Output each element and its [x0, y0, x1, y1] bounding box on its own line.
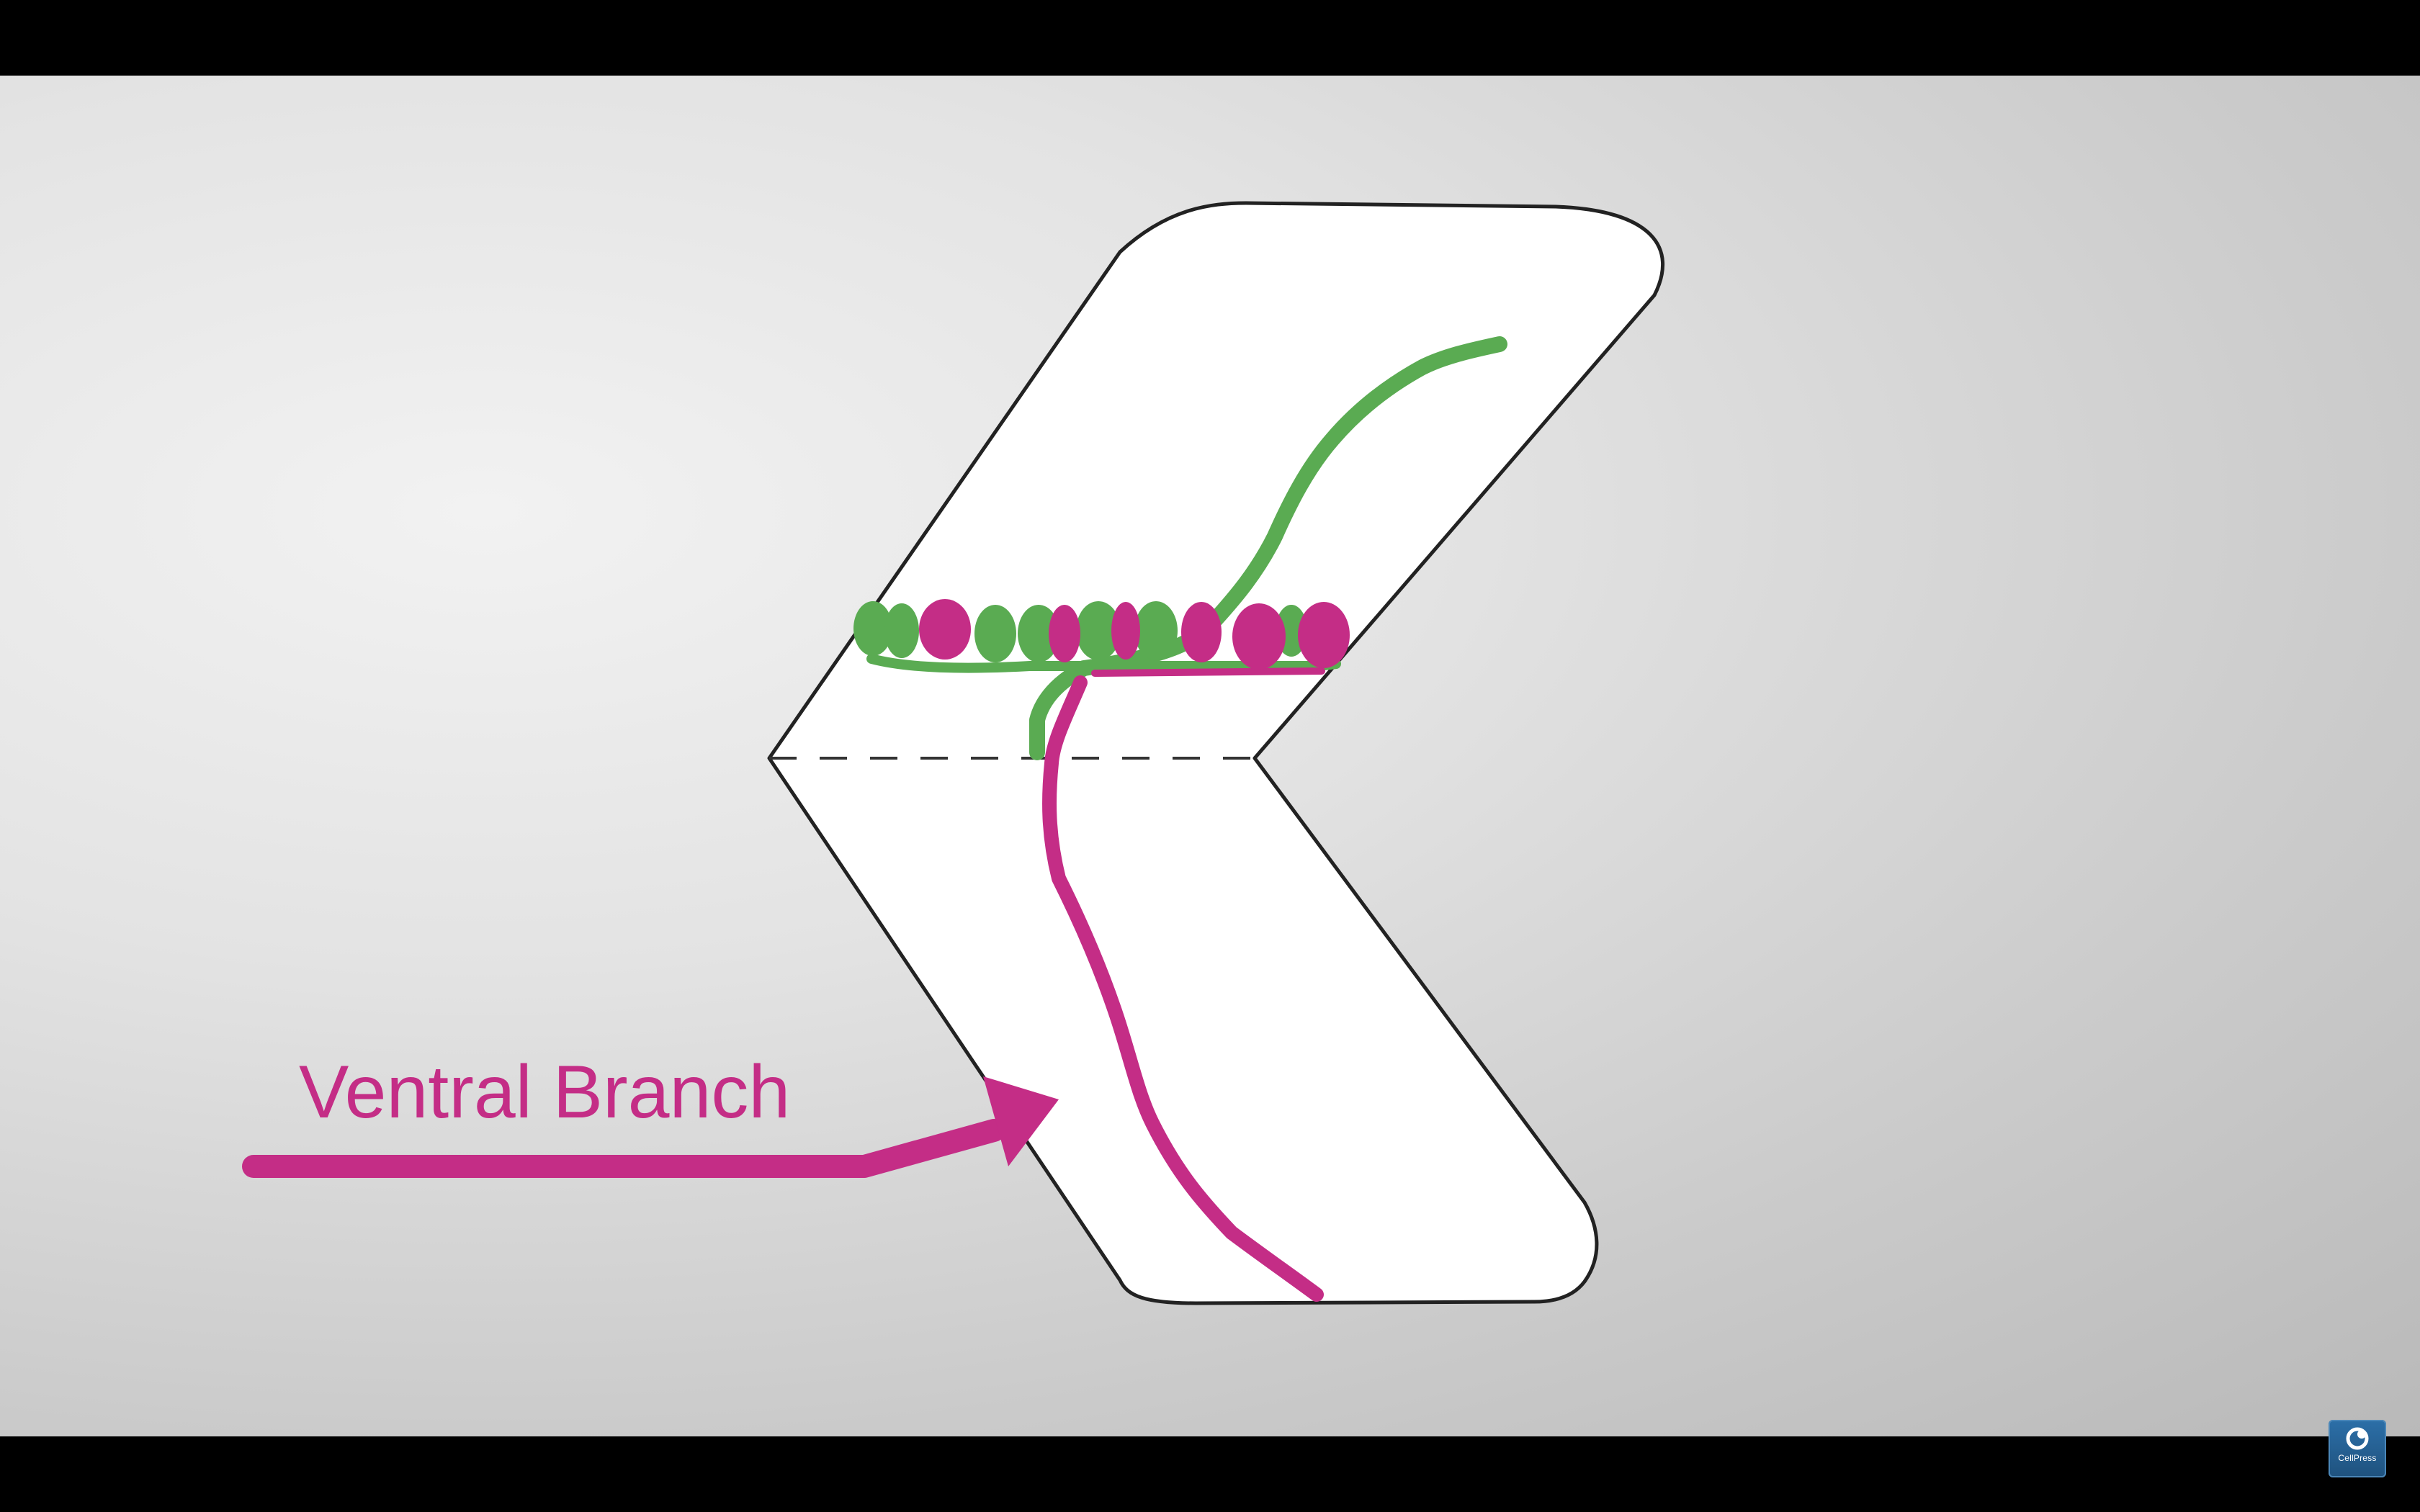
- magenta-cell-body: [1232, 603, 1286, 670]
- magenta-cell-body: [919, 599, 971, 660]
- magenta-cell-body: [1298, 602, 1350, 668]
- ventral-branch-arrowhead: [983, 1076, 1059, 1166]
- magenta-cell-body: [1181, 602, 1222, 662]
- ventral-branch-label: Ventral Branch: [299, 1050, 791, 1134]
- magenta-cell-body: [1111, 602, 1140, 660]
- green-cell-body: [1134, 601, 1178, 660]
- cellpress-logo-icon: [2346, 1427, 2369, 1450]
- tissue-chevron: [767, 201, 1665, 1305]
- green-cell-body: [974, 605, 1016, 662]
- magenta-cell-bodies: [919, 599, 1350, 670]
- green-cell-body: [1018, 605, 1059, 662]
- magenta-cell-body: [1049, 605, 1080, 662]
- green-commissure: [866, 654, 1341, 673]
- magenta-neuron-axon: [1042, 675, 1324, 1302]
- ventral-branch-arrow: [242, 1119, 1005, 1178]
- cellpress-logo[interactable]: CellPress: [2329, 1420, 2386, 1477]
- green-cell-body: [1076, 601, 1121, 660]
- cellpress-logo-text: CellPress: [2338, 1453, 2377, 1463]
- green-cell-body: [884, 603, 919, 658]
- green-cell-body: [853, 601, 892, 656]
- magenta-commissure: [1091, 667, 1325, 677]
